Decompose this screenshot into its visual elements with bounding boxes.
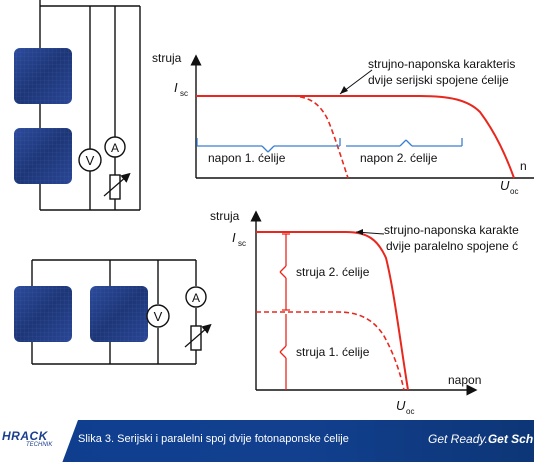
brand-logo — [0, 420, 78, 462]
brand-name: HRACK — [2, 429, 48, 443]
uoc-label: U oc — [500, 178, 518, 196]
iv-curve-two-series-cells — [196, 95, 515, 179]
x-axis-label: n — [520, 159, 527, 173]
x-axis-label: napon — [448, 373, 481, 387]
svg-text:V: V — [86, 153, 95, 168]
voltage-brace-cell-2 — [346, 138, 463, 147]
ammeter-parallel: A — [185, 286, 207, 308]
axes — [190, 54, 534, 179]
svg-text:oc: oc — [406, 407, 414, 416]
solar-cell-series-2 — [14, 128, 72, 184]
figure: V A — [14, 0, 534, 416]
voltmeter-series: V — [78, 148, 102, 172]
y-axis-label: struja — [210, 209, 240, 223]
parallel-graph: struja napon I sc U oc s — [210, 209, 519, 416]
variable-resistor-series — [103, 172, 131, 200]
series-graph: struja n I sc U oc — [152, 51, 534, 196]
solar-cell-parallel-1 — [14, 286, 72, 342]
brace-label-cell-2: struja 2. ćelije — [296, 265, 370, 279]
voltmeter-parallel: V — [146, 304, 170, 328]
brace-label-cell-2: napon 2. ćelije — [360, 151, 438, 165]
current-brace-cell-2 — [279, 233, 290, 311]
isc-label: I sc — [232, 230, 246, 248]
annotation-line-1: strujno-naponska karakte — [384, 223, 519, 237]
annotation-pointer — [355, 229, 385, 235]
solar-cell-series-1 — [14, 48, 72, 104]
svg-text:I: I — [174, 80, 178, 95]
iv-curve-two-parallel-cells — [256, 231, 409, 391]
svg-text:oc: oc — [510, 187, 518, 196]
annotation-pointer — [339, 69, 373, 95]
y-axis-label: struja — [152, 51, 182, 65]
svg-text:A: A — [111, 141, 119, 155]
brand-tagline: TECHNIK — [26, 442, 53, 448]
svg-text:A: A — [192, 291, 200, 305]
brace-label-cell-1: napon 1. ćelije — [208, 151, 286, 165]
axes — [250, 210, 478, 396]
svg-text:I: I — [232, 230, 236, 245]
voltage-brace-cell-1 — [196, 138, 341, 153]
current-brace-cell-1 — [279, 314, 287, 390]
iv-curve-one-cell — [256, 311, 405, 391]
annotation-line-2: dvije serijski spojene ćelije — [368, 73, 509, 87]
series-circuit: V A — [14, 0, 141, 211]
iv-curve-one-cell — [196, 95, 349, 179]
caption-bar: HRACK TECHNIK Slika 3. Serijski i parale… — [0, 420, 534, 462]
svg-text:V: V — [154, 309, 163, 324]
svg-text:sc: sc — [180, 89, 188, 98]
ammeter-series: A — [104, 136, 126, 158]
figure-caption: Slika 3. Serijski i paralelni spoj dvije… — [78, 433, 349, 445]
solar-cell-parallel-2 — [90, 286, 148, 342]
svg-text:U: U — [500, 178, 510, 193]
uoc-label: U oc — [396, 398, 414, 416]
svg-text:U: U — [396, 398, 406, 413]
variable-resistor-parallel — [184, 323, 212, 351]
brace-label-cell-1: struja 1. ćelije — [296, 345, 370, 359]
annotation-line-1: strujno-naponska karakteris — [368, 57, 515, 71]
isc-label: I sc — [174, 80, 188, 98]
svg-text:sc: sc — [238, 239, 246, 248]
annotation-line-2: dvije paralelno spojene ć — [386, 239, 518, 253]
parallel-circuit: V A — [14, 259, 212, 365]
slogan: Get Ready.Get Sch — [428, 432, 534, 446]
